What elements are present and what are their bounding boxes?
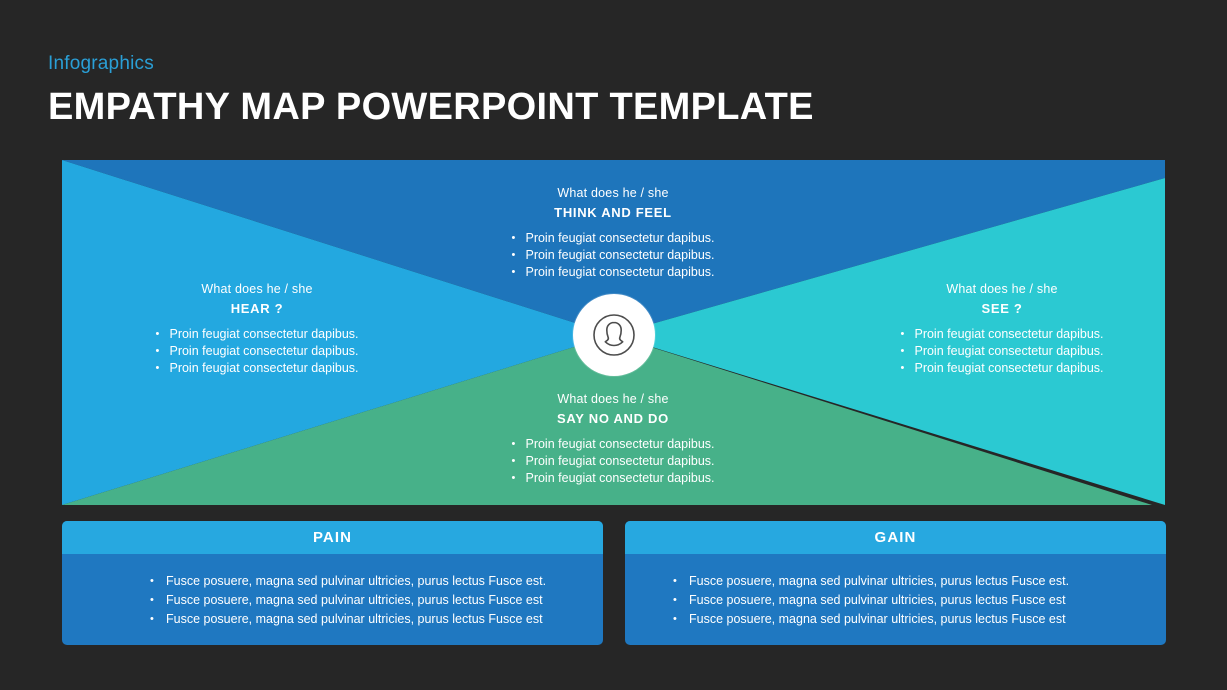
gain-panel-title: GAIN [874, 529, 917, 546]
page-title: EMPATHY MAP POWERPOINT TEMPLATE [48, 86, 814, 128]
quadrant-subtitle: What does he / she [557, 392, 669, 406]
list-item: Proin feugiat consectetur dapibus. [511, 230, 714, 247]
list-item: Fusce posuere, magna sed pulvinar ultric… [673, 591, 1166, 610]
list-item: Fusce posuere, magna sed pulvinar ultric… [673, 572, 1166, 591]
gain-bullet-list: Fusce posuere, magna sed pulvinar ultric… [625, 572, 1166, 629]
list-item: Fusce posuere, magna sed pulvinar ultric… [150, 610, 603, 629]
pain-panel-header: PAIN [62, 521, 603, 554]
quadrant-shape-say [62, 335, 1152, 505]
quadrant-title: HEAR ? [230, 301, 284, 316]
list-item: Proin feugiat consectetur dapibus. [155, 360, 358, 377]
quadrant-subtitle: What does he / she [946, 282, 1058, 296]
list-item: Proin feugiat consectetur dapibus. [900, 343, 1103, 360]
list-item: Proin feugiat consectetur dapibus. [511, 264, 714, 281]
pain-bullet-list: Fusce posuere, magna sed pulvinar ultric… [62, 572, 603, 629]
list-item: Proin feugiat consectetur dapibus. [155, 326, 358, 343]
quadrant-shape-see [613, 178, 1165, 505]
quadrant-subtitle: What does he / she [201, 282, 313, 296]
list-item: Proin feugiat consectetur dapibus. [511, 436, 714, 453]
eyebrow-label: Infographics [48, 53, 154, 74]
quadrant-title: SAY NO AND DO [557, 411, 669, 426]
quadrant-bullet-list: Proin feugiat consectetur dapibus. Proin… [900, 326, 1103, 377]
list-item: Proin feugiat consectetur dapibus. [511, 453, 714, 470]
pain-panel-body: Fusce posuere, magna sed pulvinar ultric… [62, 554, 603, 629]
quadrant-think-and-feel: What does he / she THINK AND FEEL Proin … [463, 185, 763, 281]
gain-panel-header: GAIN [625, 521, 1166, 554]
quadrant-bullet-list: Proin feugiat consectetur dapibus. Proin… [511, 230, 714, 281]
list-item: Proin feugiat consectetur dapibus. [900, 326, 1103, 343]
quadrant-bullet-list: Proin feugiat consectetur dapibus. Proin… [511, 436, 714, 487]
list-item: Proin feugiat consectetur dapibus. [155, 343, 358, 360]
list-item: Proin feugiat consectetur dapibus. [511, 247, 714, 264]
pain-panel: PAIN Fusce posuere, magna sed pulvinar u… [62, 521, 603, 645]
empathy-map-diagram: What does he / she THINK AND FEEL Proin … [62, 160, 1165, 505]
quadrant-bullet-list: Proin feugiat consectetur dapibus. Proin… [155, 326, 358, 377]
quadrant-title: SEE ? [981, 301, 1023, 316]
list-item: Proin feugiat consectetur dapibus. [511, 470, 714, 487]
user-avatar-icon [592, 314, 635, 356]
list-item: Proin feugiat consectetur dapibus. [900, 360, 1103, 377]
list-item: Fusce posuere, magna sed pulvinar ultric… [150, 591, 603, 610]
quadrant-hear: What does he / she HEAR ? Proin feugiat … [107, 281, 407, 377]
gain-panel: GAIN Fusce posuere, magna sed pulvinar u… [625, 521, 1166, 645]
list-item: Fusce posuere, magna sed pulvinar ultric… [150, 572, 603, 591]
slide-header: Infographics EMPATHY MAP POWERPOINT TEMP… [48, 52, 1168, 128]
quadrant-say-no-and-do: What does he / she SAY NO AND DO Proin f… [463, 391, 763, 487]
pain-panel-title: PAIN [312, 529, 353, 546]
quadrant-see: What does he / she SEE ? Proin feugiat c… [852, 281, 1152, 377]
quadrant-subtitle: What does he / she [557, 186, 669, 200]
gain-panel-body: Fusce posuere, magna sed pulvinar ultric… [625, 554, 1166, 629]
quadrant-title: THINK AND FEEL [554, 205, 672, 220]
list-item: Fusce posuere, magna sed pulvinar ultric… [673, 610, 1166, 629]
avatar [572, 294, 655, 376]
